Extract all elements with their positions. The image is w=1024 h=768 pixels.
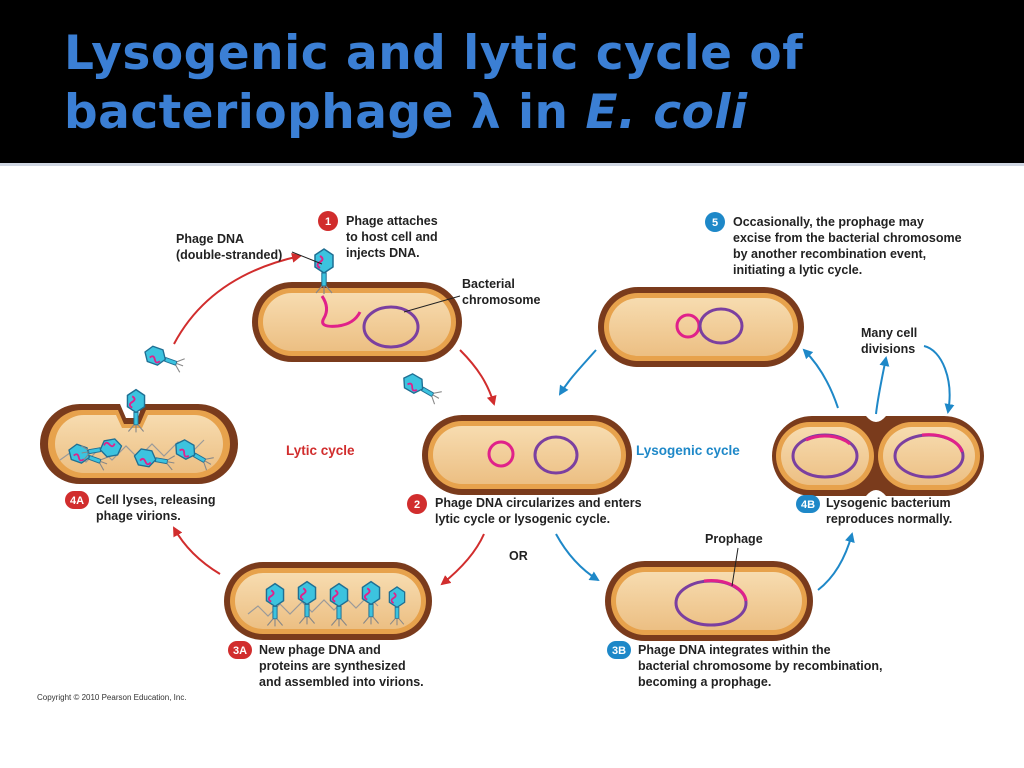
badge-2: 2: [407, 494, 427, 514]
cell-1-infection: [252, 248, 462, 362]
title-line-2-italic: E. coli: [585, 85, 748, 140]
svg-text:1: 1: [325, 216, 331, 228]
cell-2-circularized: [422, 415, 632, 495]
step-1-text: Phage attaches to host cell and injects …: [346, 214, 441, 260]
title-line-2-prefix: bacteriophage λ in: [64, 85, 586, 140]
step-4b-text: Lysogenic bacterium reproduces normally.: [826, 496, 954, 526]
arrow-divisions-left: [875, 356, 890, 415]
arrow-1-to-2: [459, 349, 497, 406]
badge-3a: 3A: [228, 641, 252, 659]
step-3a-text: New phage DNA and proteins are synthesiz…: [259, 643, 424, 689]
cell-4a-lysis: [40, 388, 238, 484]
svg-text:4A: 4A: [70, 495, 84, 507]
step-5-text: Occasionally, the prophage may excise fr…: [733, 215, 965, 277]
arrow-divisions-right: [923, 345, 955, 414]
copyright-text: Copyright © 2010 Pearson Education, Inc.: [37, 693, 187, 702]
badge-1: 1: [318, 211, 338, 231]
lytic-cycle-label: Lytic cycle: [286, 443, 355, 458]
arrow-5-to-2: [558, 349, 597, 396]
arrow-2-to-3a: [440, 533, 485, 586]
leader-phage-dna: [291, 251, 323, 265]
divider-line: [0, 163, 1024, 166]
svg-text:2: 2: [414, 499, 420, 511]
many-divisions-label: Many cell divisions: [861, 326, 921, 356]
prophage-label: Prophage: [705, 532, 763, 546]
step-4a-text: Cell lyses, releasing phage virions.: [96, 493, 219, 523]
arrow-4a-to-1: [173, 252, 302, 345]
badge-4a: 4A: [65, 491, 89, 509]
badge-3b: 3B: [607, 641, 631, 659]
arrow-4b-to-5: [802, 348, 839, 409]
free-phage-2: [398, 370, 444, 407]
bacterial-chromosome-label: Bacterial chromosome: [462, 277, 541, 307]
title-line-1: Lysogenic and lytic cycle of: [64, 26, 804, 81]
title-bar: Lysogenic and lytic cycle of bacteriopha…: [0, 0, 1024, 160]
leader-prophage: [731, 547, 739, 587]
arrow-2-to-3b: [555, 533, 600, 582]
cell-5-excision: [598, 287, 804, 367]
lysogenic-cycle-label: Lysogenic cycle: [636, 443, 740, 458]
arrow-3a-to-4a: [173, 526, 221, 575]
free-phage-1: [141, 343, 187, 375]
cell-3b-prophage: [605, 561, 813, 641]
svg-text:5: 5: [712, 217, 718, 229]
badge-5: 5: [705, 212, 725, 232]
badge-4b: 4B: [796, 495, 820, 513]
phage-dna-label: Phage DNA (double-stranded): [176, 232, 282, 262]
cell-3a-assembly: [224, 562, 432, 640]
svg-text:4B: 4B: [801, 499, 815, 511]
slide-title: Lysogenic and lytic cycle of bacteriopha…: [64, 24, 803, 142]
svg-text:3A: 3A: [233, 645, 247, 657]
cell-4b-dividing: [772, 416, 984, 496]
svg-text:3B: 3B: [612, 645, 626, 657]
arrow-3b-to-4b: [817, 532, 855, 591]
leader-bacterial-chromosome: [403, 295, 461, 313]
step-3b-text: Phage DNA integrates within the bacteria…: [638, 643, 886, 689]
or-label: OR: [509, 549, 528, 563]
step-2-text: Phage DNA circularizes and enters lytic …: [435, 496, 645, 526]
